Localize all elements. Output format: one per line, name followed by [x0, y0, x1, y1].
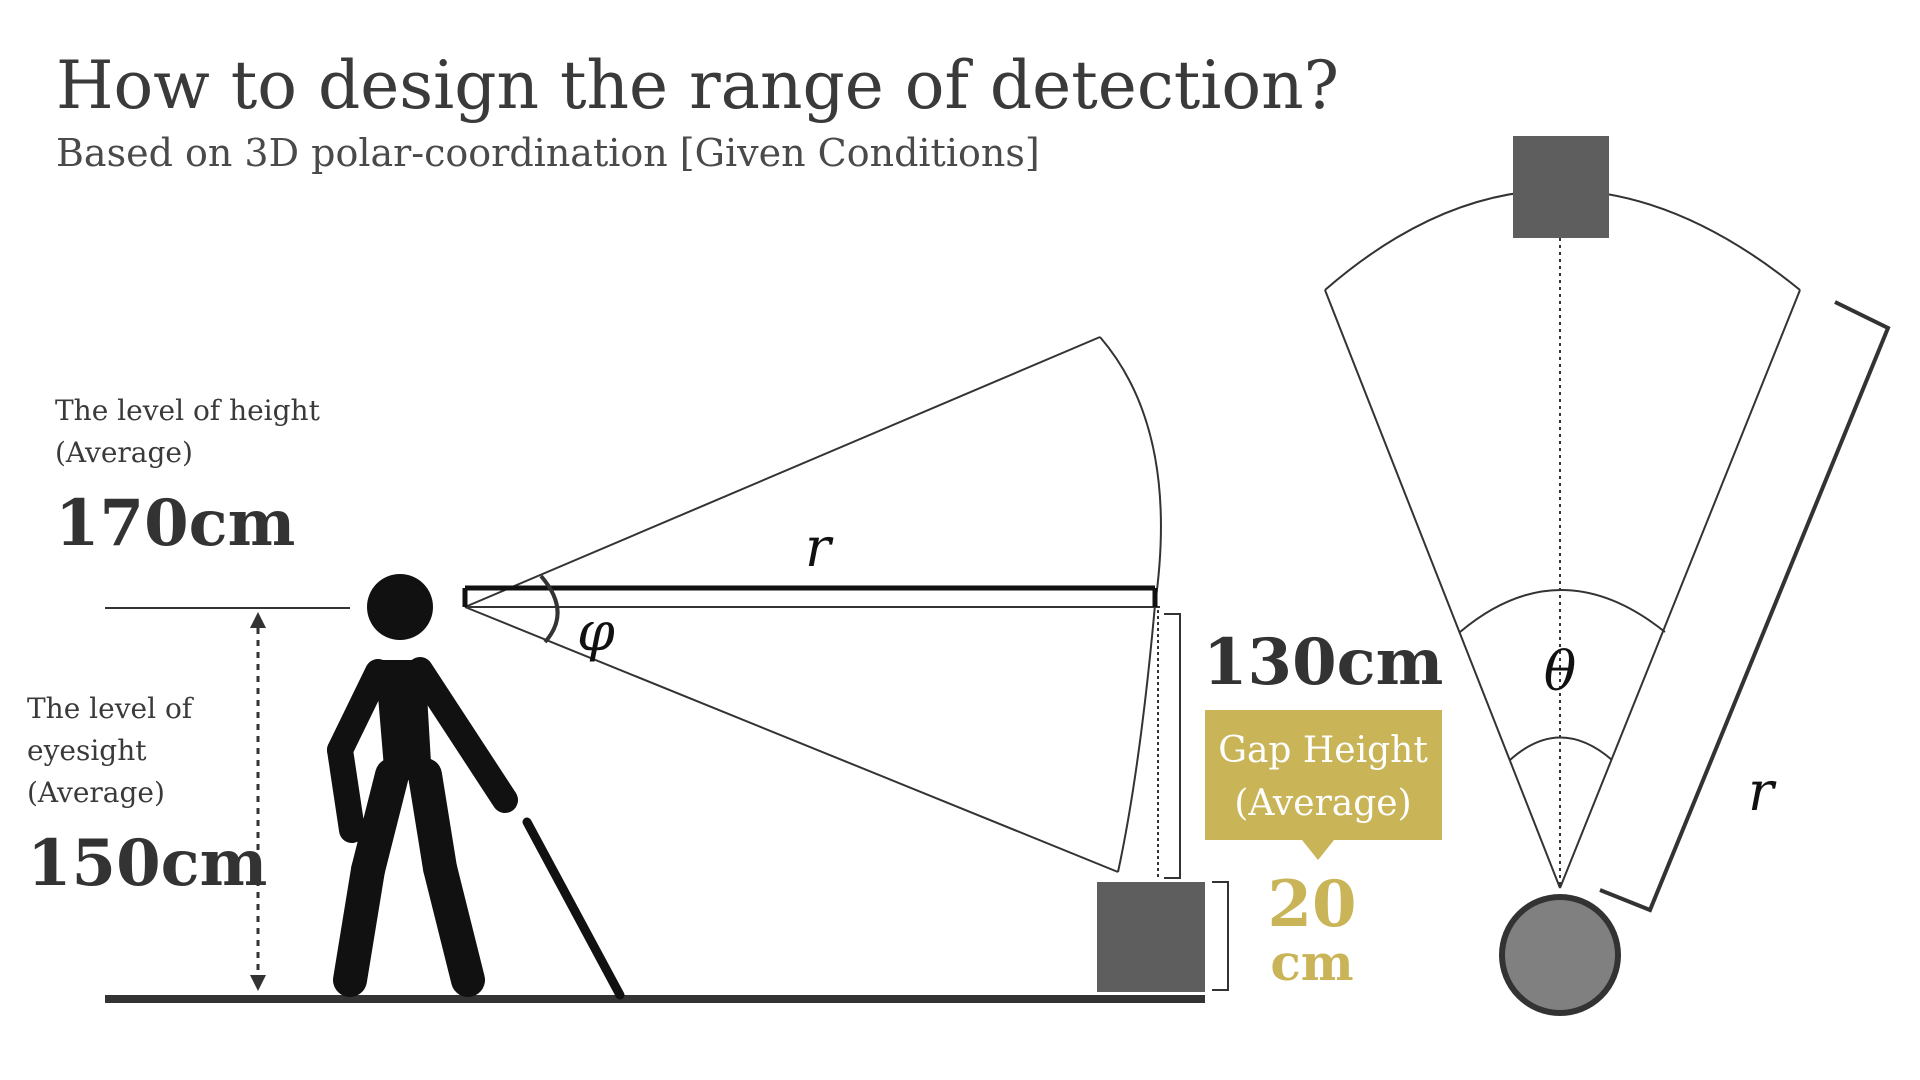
top-angle-symbol: θ: [1544, 640, 1577, 703]
side-radius-symbol: r: [805, 516, 834, 579]
page-title: How to design the range of detection?: [56, 47, 1339, 124]
top-radius-symbol: r: [1748, 760, 1777, 823]
gap-height-callout: Gap Height (Average): [1205, 710, 1442, 860]
eyesight-note-line1: The level of: [27, 692, 195, 725]
side-angle-symbol: φ: [577, 600, 615, 663]
top-radius-bracket: [1599, 300, 1891, 913]
obstacle-height-number: 20: [1267, 867, 1356, 942]
top-view-obstacle-box-icon: [1513, 136, 1609, 238]
height-note-line2: (Average): [55, 436, 193, 469]
obstacle-height-bracket: [1212, 881, 1229, 991]
eyesight-note-line2: eyesight: [27, 734, 147, 767]
obstacle-height-unit: cm: [1270, 933, 1353, 992]
height-note: The level of height (Average) 170cm: [55, 394, 321, 561]
gap-callout-line2: (Average): [1234, 783, 1411, 824]
eyesight-note-line3: (Average): [27, 776, 165, 809]
eyesight-note: The level of eyesight (Average) 150cm: [27, 692, 267, 901]
gap-span-bracket: [1164, 613, 1181, 879]
gap-span-value: 130cm: [1203, 625, 1443, 700]
height-note-line1: The level of height: [55, 394, 321, 427]
phi-angle-arc: [539, 574, 560, 644]
radius-bar: [462, 585, 1158, 607]
obstacle-box-icon: [1097, 882, 1205, 992]
page-subtitle: Based on 3D polar-coordination [Given Co…: [56, 131, 1040, 175]
walking-person-with-cane-icon: [327, 574, 625, 1000]
top-view-head-icon: [1499, 894, 1621, 1016]
eyesight-value: 150cm: [27, 826, 267, 901]
height-value: 170cm: [55, 486, 295, 561]
gap-callout-line1: Gap Height: [1218, 730, 1428, 771]
side-detection-cone: [464, 336, 1162, 878]
eye-height-arrow: [250, 612, 266, 991]
ground-line: [105, 995, 1205, 1003]
